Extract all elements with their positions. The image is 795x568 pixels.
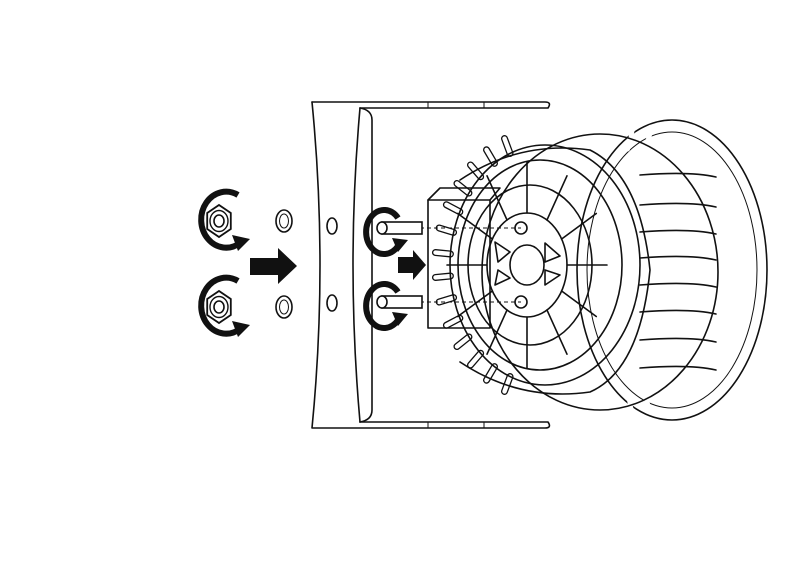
plate-hole-top [327, 218, 337, 234]
heatsink-fin-fill [706, 298, 729, 303]
heatsink-fin-fill [679, 359, 696, 376]
nut-hole [214, 301, 224, 313]
light-fixture [435, 120, 767, 423]
heatsink-fin-line [640, 310, 716, 314]
nuts [201, 192, 250, 337]
fixture-key-bottom [495, 270, 510, 285]
heatsink-fin-line [640, 256, 716, 260]
heatsink-fin-fill [628, 395, 634, 419]
heatsink-fin-fill [628, 125, 634, 149]
nut-top [201, 192, 250, 251]
stud-end [377, 222, 387, 234]
front-fin-fill [505, 139, 511, 154]
washer-bottom [276, 296, 292, 318]
push-arrow-small [398, 250, 426, 280]
heatsink-fin-fill [706, 241, 729, 246]
fixture-key-top [495, 242, 510, 262]
front-fin-fill [435, 253, 450, 254]
grille-spoke [458, 214, 493, 240]
stud-shaft [382, 222, 422, 234]
plate-inner-edge [353, 108, 360, 422]
washer-top [276, 210, 292, 232]
heatsink-fin-fill [679, 167, 696, 184]
fixture-key-right-bottom [545, 270, 560, 285]
stud-bottom [366, 284, 422, 328]
stud-shaft [382, 296, 422, 308]
heatsink-fin-fill [708, 262, 731, 264]
mounting-block-face [428, 200, 490, 328]
heatsink-fin-fill [708, 281, 731, 283]
stud-end [377, 296, 387, 308]
nut-hole [214, 215, 224, 227]
heatsink-fin-line [640, 366, 716, 370]
heatsink-fin-fill [702, 221, 724, 229]
front-fin-fill [446, 205, 459, 212]
plate-hole-bottom [327, 295, 337, 311]
fixture-key-right-top [545, 243, 560, 262]
heatsink-fin-fill [613, 121, 616, 146]
front-fin-fill [435, 276, 450, 277]
washer-top-hole [280, 214, 289, 228]
washer-bottom-hole [280, 300, 289, 314]
nut-bottom [201, 278, 250, 337]
fixture-center-hub [510, 245, 544, 285]
heatsink-fin-lines [640, 173, 716, 370]
heatsink-fin-line [640, 283, 716, 287]
heatsink-fins [435, 121, 731, 423]
plate-top-edge [312, 102, 549, 108]
heatsink-fin-line [640, 173, 716, 177]
heatsink-fin-line [640, 338, 716, 342]
heatsink-fin-line [640, 230, 716, 234]
stud-top [366, 210, 422, 254]
push-arrow-large [250, 248, 297, 284]
front-fin-fill [446, 318, 459, 325]
heatsink-fin-fill [702, 315, 724, 323]
heatsink-fin-fill [613, 398, 616, 423]
plate-inner-curve [360, 108, 372, 422]
